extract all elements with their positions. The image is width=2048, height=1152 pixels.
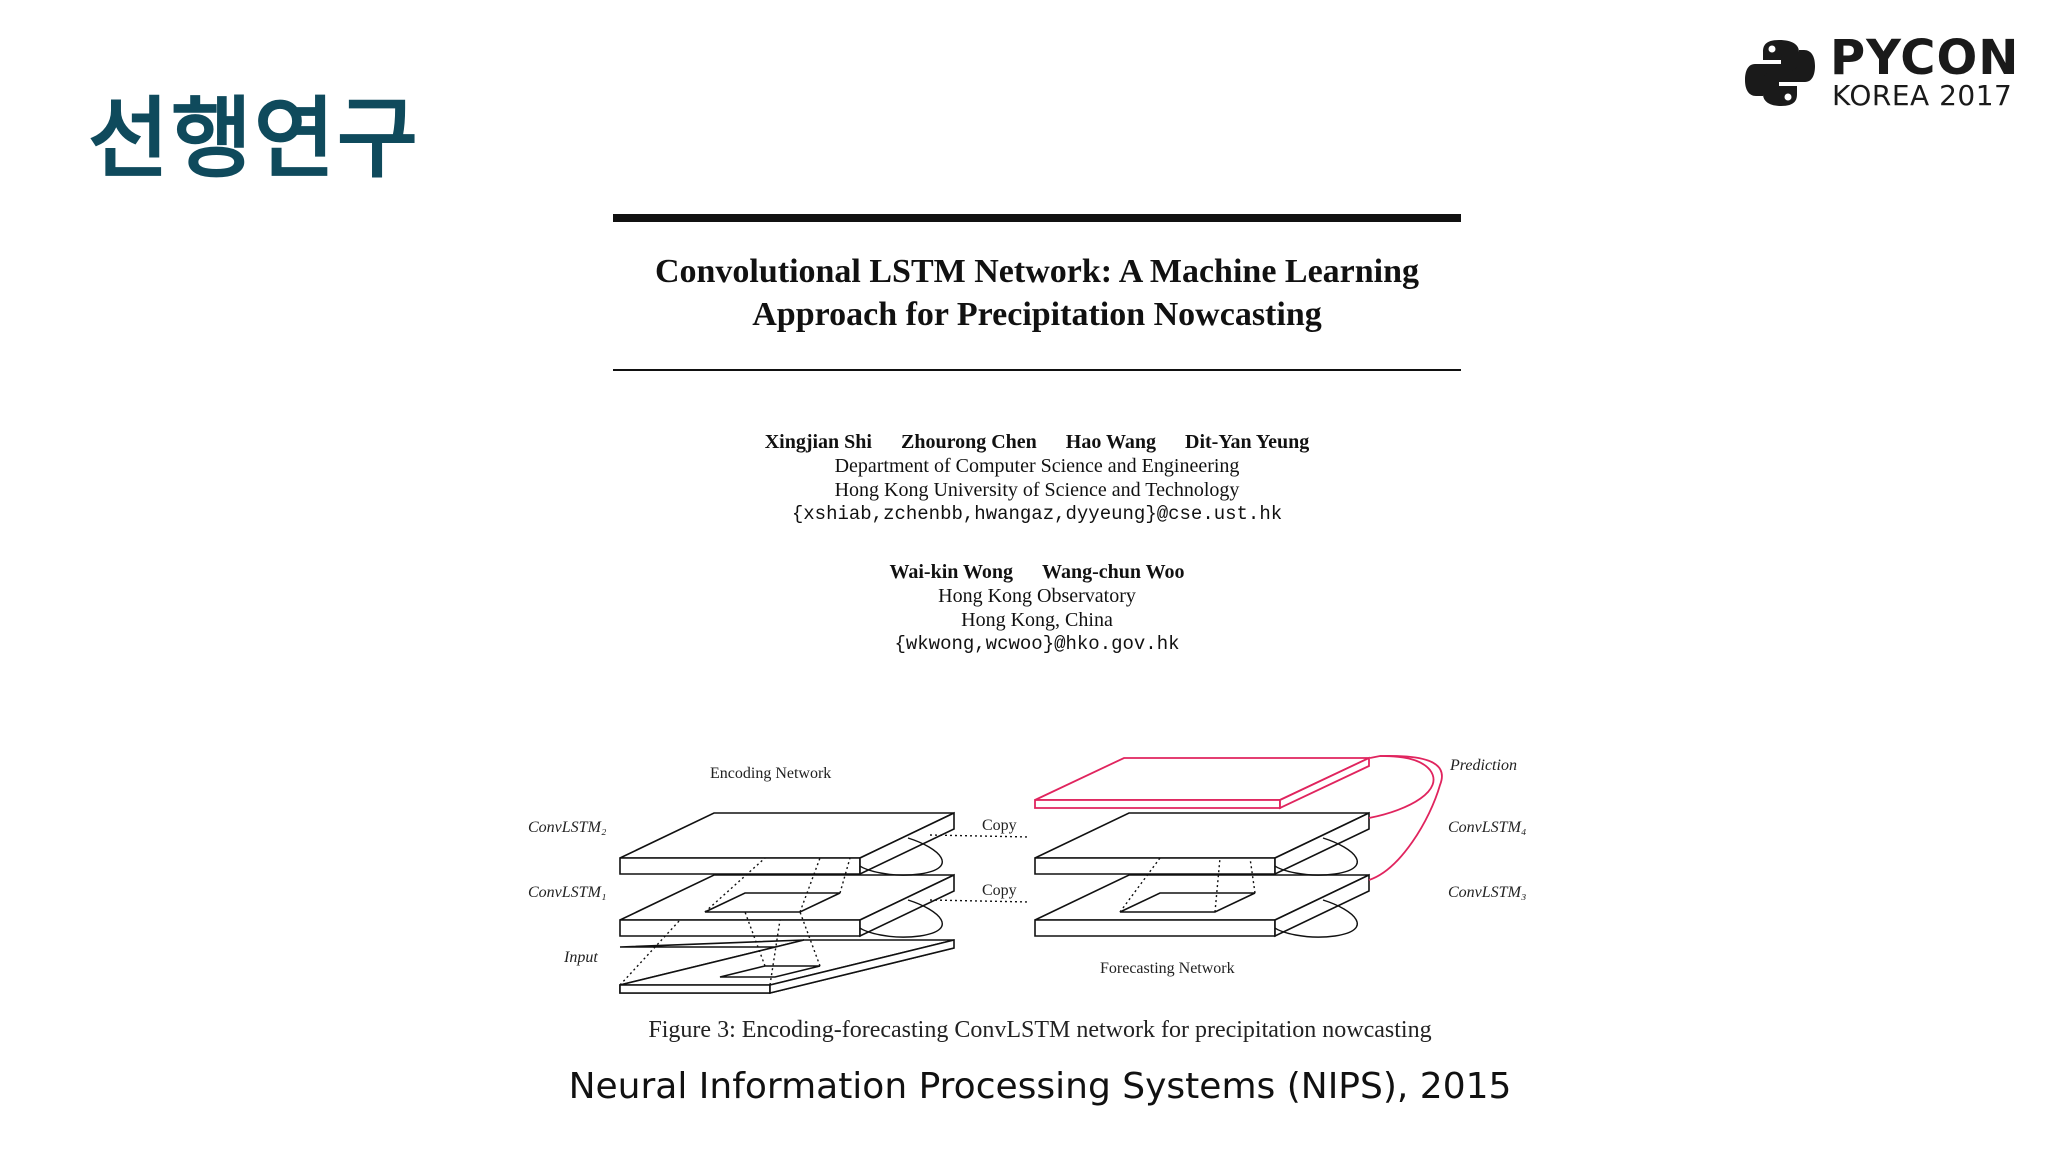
venue-citation: Neural Information Processing Systems (N… xyxy=(568,1066,1512,1107)
title-rule-bottom xyxy=(613,369,1461,371)
pycon-logo: PYCON KOREA 2017 xyxy=(1745,32,2018,112)
paper-title-line2: Approach for Precipitation Nowcasting xyxy=(752,296,1322,333)
convlstm4-slab-right xyxy=(1034,811,1370,876)
author-name: Hao Wang xyxy=(1065,431,1156,453)
author-name: Wang-chun Woo xyxy=(1042,561,1185,583)
input-slab xyxy=(619,938,955,995)
author-name: Dit-Yan Yeung xyxy=(1185,431,1310,453)
affiliation: Hong Kong Observatory xyxy=(938,585,1136,607)
author-name: Wai-kin Wong xyxy=(889,561,1014,583)
convlstm-figure: .slab { fill: #fff; stroke: #111; stroke… xyxy=(528,754,1526,995)
prediction-slab xyxy=(1034,756,1370,810)
layer-label-input: Input xyxy=(563,949,598,966)
logo-wordmark: PYCON xyxy=(1830,30,2020,86)
convlstm2-slab-left xyxy=(619,811,955,876)
author-email: {xshiab,zchenbb,hwangaz,dyyeung}@cse.ust… xyxy=(791,503,1283,525)
affiliation: Hong Kong, China xyxy=(961,609,1113,631)
title-rule-top xyxy=(613,214,1461,222)
affiliation: Department of Computer Science and Engin… xyxy=(834,455,1240,477)
copy-label-top: Copy xyxy=(982,817,1017,834)
paper-title-line1: Convolutional LSTM Network: A Machine Le… xyxy=(654,253,1420,290)
python-logo-icon xyxy=(1745,40,1815,106)
author-names: Wai-kin Wong Wang-chun Woo xyxy=(613,560,1461,584)
copy-label-bottom: Copy xyxy=(982,882,1017,899)
layer-label-convlstm2: ConvLSTM₂ xyxy=(528,819,607,836)
author-group-2: Wai-kin Wong Wang-chun Woo Hong Kong Obs… xyxy=(613,560,1461,656)
logo-subtitle: KOREA 2017 xyxy=(1832,79,2013,112)
figure-caption: Figure 3: Encoding-forecasting ConvLSTM … xyxy=(648,1017,1432,1043)
slide-title: 선행연구 xyxy=(88,87,420,190)
author-group-1: Xingjian Shi Zhourong Chen Hao Wang Dit-… xyxy=(613,430,1461,526)
affiliation: Hong Kong University of Science and Tech… xyxy=(834,479,1240,501)
author-name: Zhourong Chen xyxy=(900,431,1037,453)
forecasting-network-label: Forecasting Network xyxy=(1100,960,1235,977)
layer-label-convlstm1: ConvLSTM₁ xyxy=(528,884,606,901)
author-names: Xingjian Shi Zhourong Chen Hao Wang Dit-… xyxy=(613,430,1461,454)
author-email: {wkwong,wcwoo}@hko.gov.hk xyxy=(894,633,1180,655)
convlstm3-slab-right xyxy=(1034,873,1370,938)
author-name: Xingjian Shi xyxy=(764,431,872,453)
prediction-label: Prediction xyxy=(1449,757,1517,774)
layer-label-convlstm4: ConvLSTM₄ xyxy=(1448,819,1526,836)
layer-label-convlstm3: ConvLSTM₃ xyxy=(1448,884,1526,901)
convlstm1-slab-left xyxy=(619,873,955,938)
encoding-network-label: Encoding Network xyxy=(710,765,831,782)
paper-title: Convolutional LSTM Network: A Machine Le… xyxy=(613,250,1461,336)
